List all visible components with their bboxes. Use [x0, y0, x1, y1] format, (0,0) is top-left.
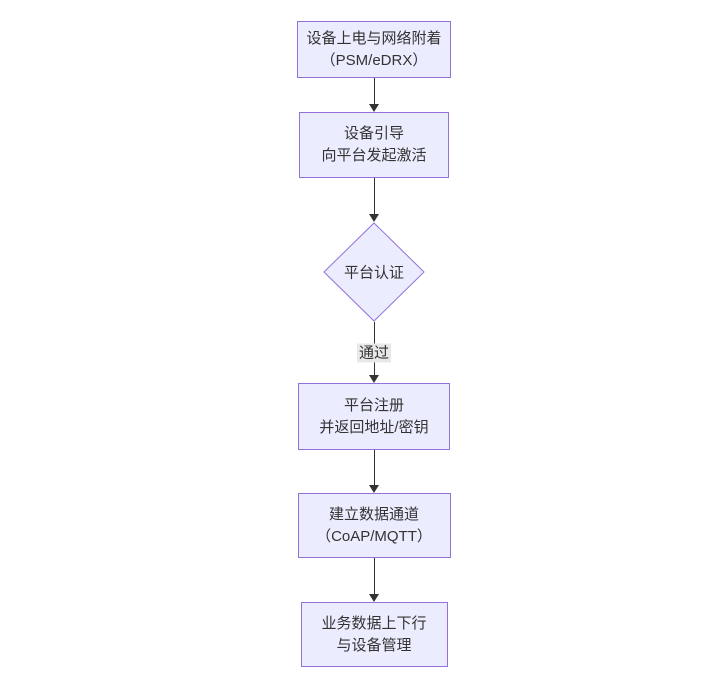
node-text-line: 建立数据通道: [328, 505, 419, 523]
arrow-head-icon: [369, 485, 379, 493]
arrow-line: [373, 558, 375, 595]
flow-node-power-on-attach: 设备上电与网络附着 （PSM/eDRX）: [297, 21, 451, 78]
flow-node-bootstrap-activate: 设备引导 向平台发起激活: [299, 112, 449, 178]
arrow-line: [373, 450, 375, 486]
node-text-line: 并返回地址/密钥: [319, 418, 429, 436]
arrow-head-icon: [369, 375, 379, 383]
edge-label-pass: 通过: [356, 343, 392, 362]
flow-node-platform-register: 平台注册 并返回地址/密钥: [298, 383, 450, 450]
flow-edge-b-c: [368, 178, 380, 222]
node-text-line: 平台注册: [343, 396, 404, 414]
flow-node-data-channel: 建立数据通道 （CoAP/MQTT）: [297, 493, 451, 558]
node-text-line: 业务数据上下行: [321, 614, 427, 632]
flow-edge-d-e: [368, 450, 380, 493]
flow-node-platform-auth: 平台认证: [323, 222, 425, 322]
node-text-line: （CoAP/MQTT）: [316, 527, 432, 545]
flow-edge-e-f: [368, 558, 380, 602]
node-text-line: 设备引导: [343, 125, 404, 142]
arrow-line: [373, 78, 375, 105]
flow-edge-a-b: [368, 78, 380, 112]
flow-edge-c-d: 通过: [356, 322, 392, 383]
flow-node-business-data: 业务数据上下行 与设备管理: [300, 602, 448, 667]
arrow-head-icon: [369, 594, 379, 602]
node-text-line: 平台认证: [343, 264, 405, 282]
arrow-head-icon: [369, 104, 379, 112]
node-text-line: 设备上电与网络附着: [306, 29, 442, 47]
node-text-line: 向平台发起激活: [321, 147, 427, 164]
diamond-shape: [323, 222, 425, 322]
node-text-line: 与设备管理: [336, 636, 412, 654]
node-text-line: （PSM/eDRX）: [320, 51, 428, 69]
arrow-head-icon: [369, 214, 379, 222]
arrow-line: [373, 178, 375, 215]
